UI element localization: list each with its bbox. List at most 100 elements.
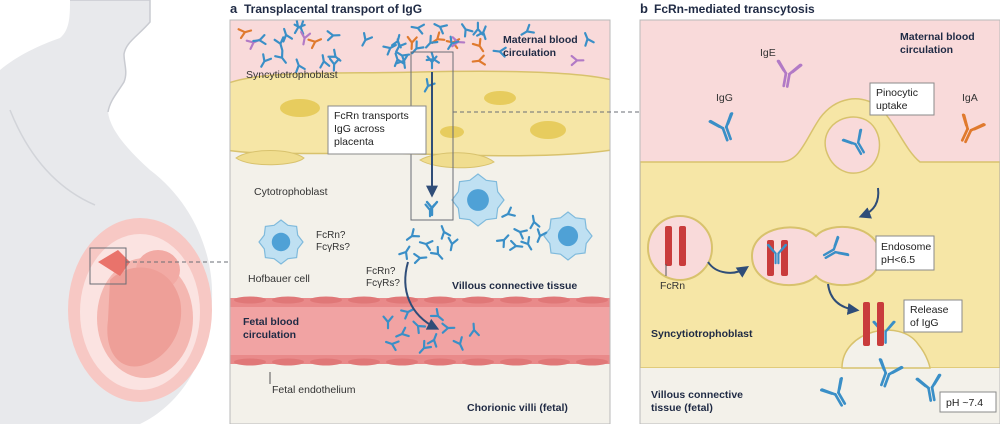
igg-icon <box>429 308 444 322</box>
igg-icon <box>426 333 438 348</box>
maternal-antibody-icon <box>460 23 474 38</box>
label-igg: IgG <box>716 92 733 104</box>
igg-icon <box>440 225 452 240</box>
label-villous-a: Villous connective tissue <box>452 280 577 292</box>
igg-icon <box>915 373 942 402</box>
maternal-antibody-icon <box>237 28 253 40</box>
label-endosome-1: Endosome <box>881 241 931 253</box>
panel-a-title: Transplacental transport of IgG <box>244 2 422 16</box>
maternal-antibody-icon <box>410 23 426 35</box>
svg-text:FcRn?FcγRs?: FcRn?FcγRs? <box>366 266 400 289</box>
igg-icon <box>708 112 734 142</box>
svg-text:FcRn?FcγRs?: FcRn?FcγRs? <box>316 230 350 253</box>
label-release-1: Release <box>910 304 949 316</box>
igg-icon <box>501 206 516 218</box>
igg-icon <box>520 235 533 251</box>
maternal-antibody-icon <box>274 49 287 64</box>
maternal-antibody-icon <box>471 37 485 53</box>
label-iga: IgA <box>962 92 978 104</box>
maternal-antibody-icon <box>406 35 418 50</box>
pregnant-figure <box>0 0 232 424</box>
zoom-box <box>89 247 127 285</box>
igg-icon <box>441 322 456 334</box>
igg-icon <box>382 315 394 330</box>
panel-b: b FcRn-mediated transcytosis Maternal bl… <box>639 1 1000 425</box>
label-fetal-blood-1: Fetal blood <box>243 316 299 328</box>
igg-icon <box>418 339 433 354</box>
maternal-antibody-icon <box>282 27 294 43</box>
igg-icon <box>766 243 788 265</box>
label-hofbauer: Hofbauer cell <box>248 273 310 285</box>
igg-icon <box>509 239 524 251</box>
label-fetal-blood-2: circulation <box>243 329 296 341</box>
maternal-antibody-icon <box>570 54 585 67</box>
release-callout <box>903 299 963 333</box>
igg-icon <box>426 55 438 70</box>
igg-icon <box>822 235 850 259</box>
igg-icon <box>395 326 410 338</box>
maternal-antibody-icon <box>326 30 341 42</box>
fcrn-callout <box>327 105 427 155</box>
label-ige: IgE <box>760 47 776 59</box>
igg-icon <box>452 336 464 351</box>
maternal-antibody-icon <box>584 32 595 47</box>
maternal-antibody-icon <box>361 32 374 47</box>
label-fcrn-box-2: IgG across <box>334 123 385 135</box>
label-pino-1: Pinocytic <box>876 87 918 99</box>
endosome-callout <box>875 235 935 271</box>
igg-icon <box>820 377 847 407</box>
igg-icon <box>536 228 548 243</box>
maternal-antibody-icon <box>390 33 402 49</box>
ph-callout <box>939 391 997 413</box>
maternal-antibody-icon <box>252 34 267 46</box>
label-syncytio-b: Syncytiotrophoblast <box>651 328 753 340</box>
cytotrophoblast-cell <box>235 150 305 166</box>
hofbauer-cell-icon <box>258 219 304 265</box>
igg-icon <box>429 245 444 260</box>
label-hof-q-2: FcγRs? <box>316 242 350 253</box>
maternal-antibody-icon <box>492 46 507 58</box>
maternal-antibody-icon <box>433 23 448 35</box>
label-chorionic: Chorionic villi (fetal) <box>467 402 568 414</box>
label-villous-b-2: tissue (fetal) <box>651 402 713 414</box>
panel-a: a Transplacental transport of IgG <box>229 1 611 425</box>
maternal-antibody-icon <box>295 58 306 74</box>
maternal-antibody-icon <box>471 54 487 66</box>
igg-icon <box>412 320 427 335</box>
label-fcrn-box-3: placenta <box>334 136 374 148</box>
panel-b-letter: b <box>640 1 648 16</box>
label-fcrn-q2-2: FcγRs? <box>366 278 400 289</box>
maternal-antibody-icon <box>300 30 312 46</box>
igg-icon <box>418 240 434 251</box>
maternal-antibody-icon <box>476 25 487 41</box>
label-pino-2: uptake <box>876 100 908 112</box>
fcrn-receptor-icon <box>679 226 686 266</box>
fcrn-receptor-icon <box>665 226 672 266</box>
maternal-antibody-icon <box>520 23 535 36</box>
placenta-mini <box>98 250 130 276</box>
maternal-antibody-icon <box>307 38 323 50</box>
label-maternal-a-1: Maternal blood <box>503 34 578 46</box>
igg-icon <box>398 245 411 261</box>
label-ph: pH ~7.4 <box>946 397 983 409</box>
label-release-2: of IgG <box>910 317 939 329</box>
igg-icon <box>495 234 510 249</box>
igg-icon <box>841 128 865 156</box>
maternal-antibody-icon <box>447 35 460 51</box>
label-maternal-b-1: Maternal blood <box>900 31 975 43</box>
fcrn-receptor-icon <box>863 302 870 346</box>
ige-icon <box>776 59 803 88</box>
label-fcrn-box-1: FcRn transports <box>334 110 409 122</box>
maternal-antibody-icon <box>273 36 285 51</box>
maternal-antibody-icon <box>319 54 331 69</box>
panel-a-letter: a <box>230 1 238 16</box>
maternal-antibody-icon <box>260 53 273 68</box>
igg-icon <box>878 358 904 388</box>
maternal-antibody-icon <box>395 51 411 64</box>
